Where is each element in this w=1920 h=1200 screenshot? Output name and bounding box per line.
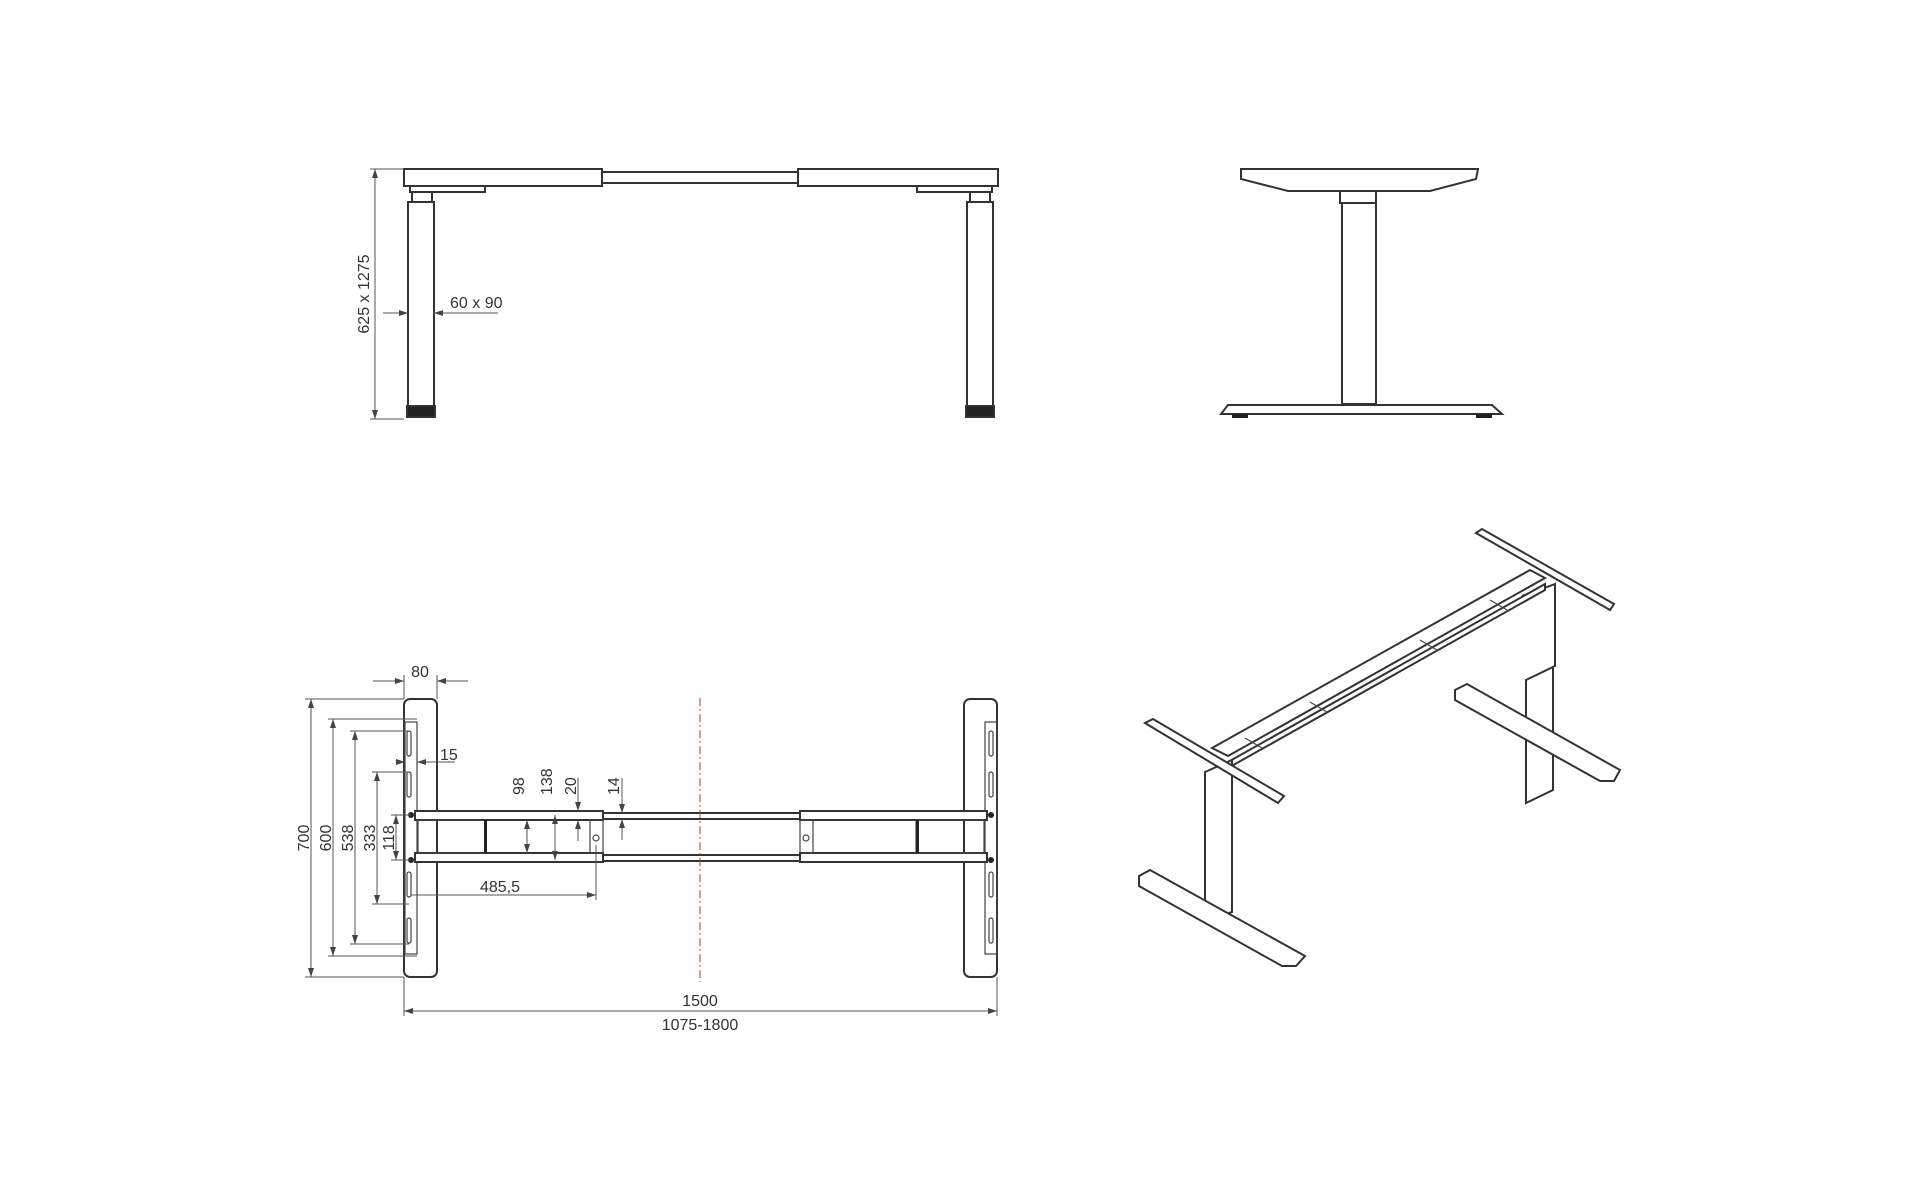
left-glide: [406, 405, 436, 418]
isometric-view: [1138, 527, 1622, 967]
leg-size-label: 60 x 90: [450, 295, 503, 312]
top-bracket: [1240, 168, 1480, 192]
right-leg: [966, 201, 994, 407]
dim-600: 600: [318, 825, 335, 852]
left-leg: [407, 201, 435, 407]
dim-118: 118: [381, 825, 398, 851]
dim-15: 15: [440, 747, 458, 764]
iso-right-foot: [1454, 682, 1622, 782]
dim-1500: 1500: [682, 993, 718, 1010]
iso-left-column: [1204, 758, 1233, 924]
beam-rail: [414, 810, 604, 821]
iso-beam-front: [1227, 582, 1546, 770]
dim-20: 20: [563, 777, 580, 795]
right-glide: [965, 405, 995, 418]
column: [1341, 202, 1377, 405]
top-view: 700 600 538 333 118 80 15 98 138 20 1: [296, 664, 998, 1034]
dim-485-5: 485,5: [480, 879, 520, 896]
dim-width-range: 1075-1800: [662, 1017, 739, 1034]
iso-right-top-bracket: [1474, 527, 1616, 612]
dim-98: 98: [511, 777, 528, 795]
dim-538: 538: [340, 825, 357, 852]
left-foot-plate: [403, 698, 438, 978]
height-range-label: 625 x 1275: [356, 254, 373, 333]
dim-14: 14: [606, 777, 623, 795]
dim-333: 333: [362, 825, 379, 852]
frame-middle-section: [601, 171, 799, 184]
side-view: [1218, 168, 1505, 418]
iso-left-top-bracket: [1142, 717, 1286, 805]
front-view: 625 x 1275 60 x 90: [356, 168, 999, 420]
iso-beam-back: [1209, 568, 1548, 758]
dim-80: 80: [411, 664, 429, 681]
dim-138: 138: [539, 768, 556, 795]
frame-left-section: [403, 168, 603, 187]
frame-right-section: [797, 168, 999, 187]
foot: [1218, 404, 1505, 415]
dim-700: 700: [296, 825, 313, 852]
iso-left-foot: [1138, 868, 1307, 967]
right-foot-plate: [963, 698, 998, 978]
